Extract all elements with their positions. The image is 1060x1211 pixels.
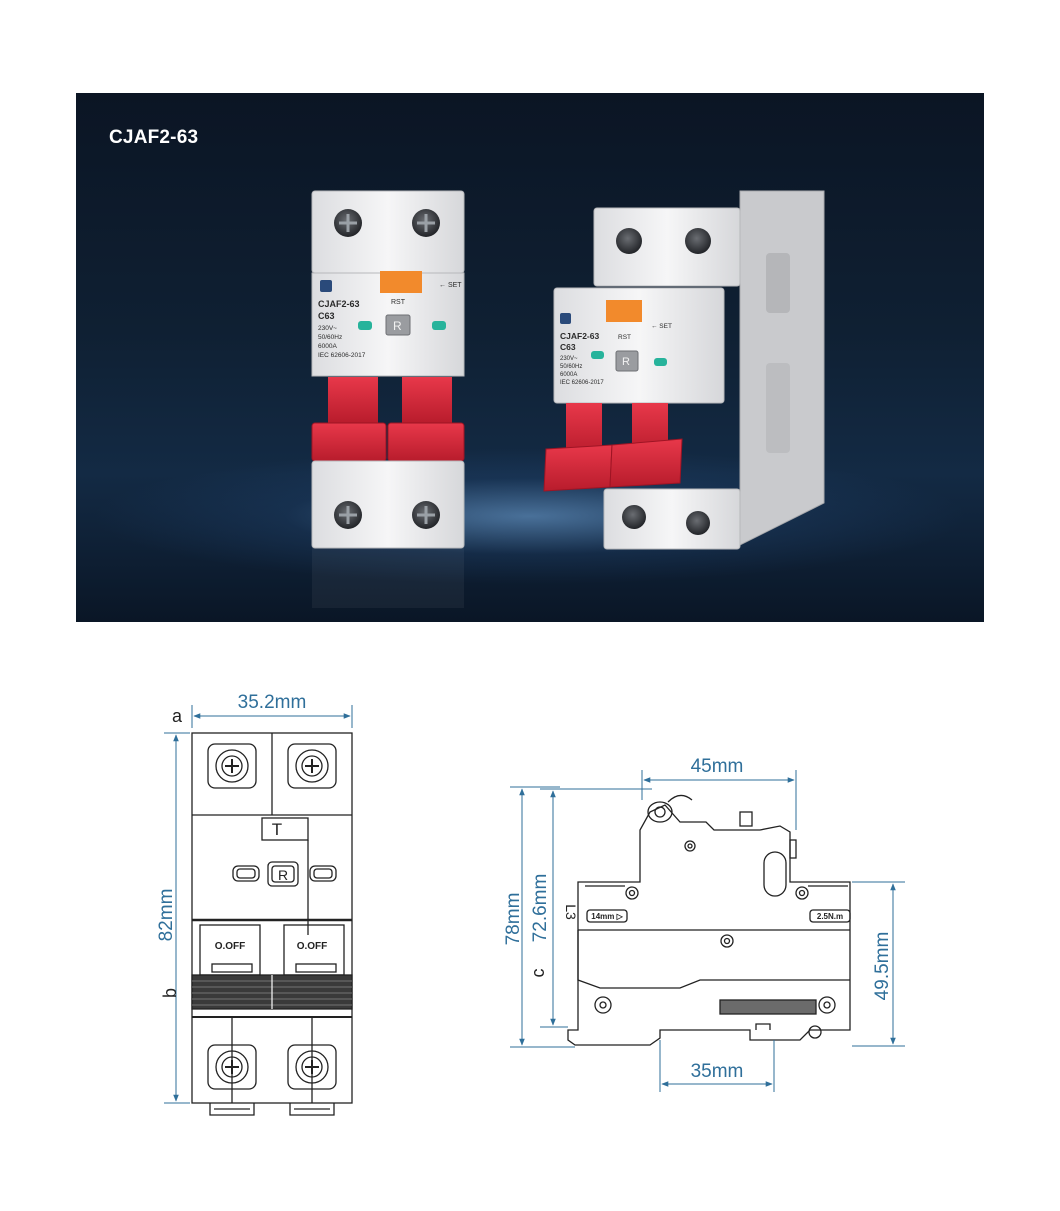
side-total-height-dimension: 78mm bbox=[503, 893, 524, 946]
front-dimension-lines bbox=[164, 705, 353, 1104]
torque-right-label: 2.5N.m bbox=[817, 912, 843, 921]
torque-left-label: 14mm ▷ bbox=[591, 912, 623, 921]
reset-button-photo-label: R bbox=[393, 319, 402, 333]
toggle-left-label: O.OFF bbox=[215, 941, 246, 952]
side-rail-dimension: 35mm bbox=[691, 1061, 744, 1082]
indicator-right-outline bbox=[309, 865, 337, 882]
standard-label-photo-2: IEC 62606-2017 bbox=[560, 380, 604, 386]
toggle-right-label: O.OFF bbox=[297, 941, 328, 952]
toggle-right-photo bbox=[402, 377, 452, 423]
letter-a: a bbox=[172, 706, 183, 726]
frequency-label-photo-2: 50/60Hz bbox=[560, 364, 582, 370]
rating-label-photo-2: C63 bbox=[560, 342, 576, 352]
front-height-dimension: 82mm bbox=[156, 889, 177, 942]
screw-top-right bbox=[287, 743, 337, 789]
breaker-front-photo: ← SET RST R CJAF2-63 C63 230V~ 50/60Hz 6… bbox=[311, 190, 465, 608]
screw-bottom-right bbox=[287, 1044, 337, 1090]
side-top-dimension: 45mm bbox=[691, 756, 744, 777]
toggle-left-photo bbox=[328, 377, 378, 423]
side-right-height-dimension: 49.5mm bbox=[872, 932, 893, 1001]
side-body-height-dimension: 72.6mm bbox=[530, 874, 551, 943]
screw-bottom-left bbox=[207, 1044, 257, 1090]
rst-label-photo-2: RST bbox=[618, 334, 631, 341]
voltage-label-photo-2: 230V~ bbox=[560, 356, 578, 362]
standard-label-photo: IEC 62606-2017 bbox=[318, 352, 366, 359]
set-label-photo-2: ← SET bbox=[651, 323, 672, 330]
capacity-label-photo: 6000A bbox=[318, 343, 337, 350]
rst-label-photo: RST bbox=[391, 299, 406, 306]
front-view-drawing bbox=[191, 732, 353, 1116]
product-photo: ← SET RST R CJAF2-63 C63 230V~ 50/60Hz 6… bbox=[311, 190, 825, 608]
front-test-label: T bbox=[272, 820, 282, 839]
front-reset-label: R bbox=[278, 867, 288, 883]
l3-label: L3 bbox=[563, 904, 579, 920]
rating-label-photo: C63 bbox=[318, 311, 335, 321]
capacity-label-photo-2: 6000A bbox=[560, 372, 577, 378]
set-label-photo: ← SET bbox=[439, 282, 462, 289]
banner-title: CJAF2-63 bbox=[109, 127, 199, 148]
indicator-right-photo bbox=[432, 321, 446, 330]
frequency-label-photo: 50/60Hz bbox=[318, 334, 342, 341]
breaker-angled-photo: ← SET RST R CJAF2-63 C63 230V~ 50/60Hz 6… bbox=[543, 190, 825, 550]
reset-button-outline bbox=[267, 861, 299, 887]
side-dimension-lines bbox=[510, 770, 905, 1092]
model-label-photo: CJAF2-63 bbox=[318, 299, 360, 309]
screw-top-left bbox=[207, 743, 257, 789]
letter-c: c bbox=[528, 969, 548, 978]
side-view-drawing bbox=[567, 794, 851, 1046]
torque-left-box bbox=[586, 909, 628, 923]
side-slot bbox=[763, 851, 787, 897]
test-button-photo bbox=[380, 271, 422, 293]
front-width-dimension: 35.2mm bbox=[238, 692, 307, 713]
indicator-left-photo bbox=[358, 321, 372, 330]
reset-button-photo bbox=[385, 314, 411, 336]
torque-right-box bbox=[809, 909, 851, 923]
voltage-label-photo: 230V~ bbox=[318, 325, 337, 332]
product-banner: ← SET RST R CJAF2-63 C63 230V~ 50/60Hz 6… bbox=[76, 93, 984, 622]
test-button-outline bbox=[261, 817, 309, 841]
reset-button-photo-2-label: R bbox=[622, 356, 630, 368]
model-label-photo-2: CJAF2-63 bbox=[560, 331, 599, 341]
letter-b: b bbox=[160, 988, 180, 998]
indicator-left-outline bbox=[232, 865, 260, 882]
side-outline bbox=[567, 804, 851, 1046]
